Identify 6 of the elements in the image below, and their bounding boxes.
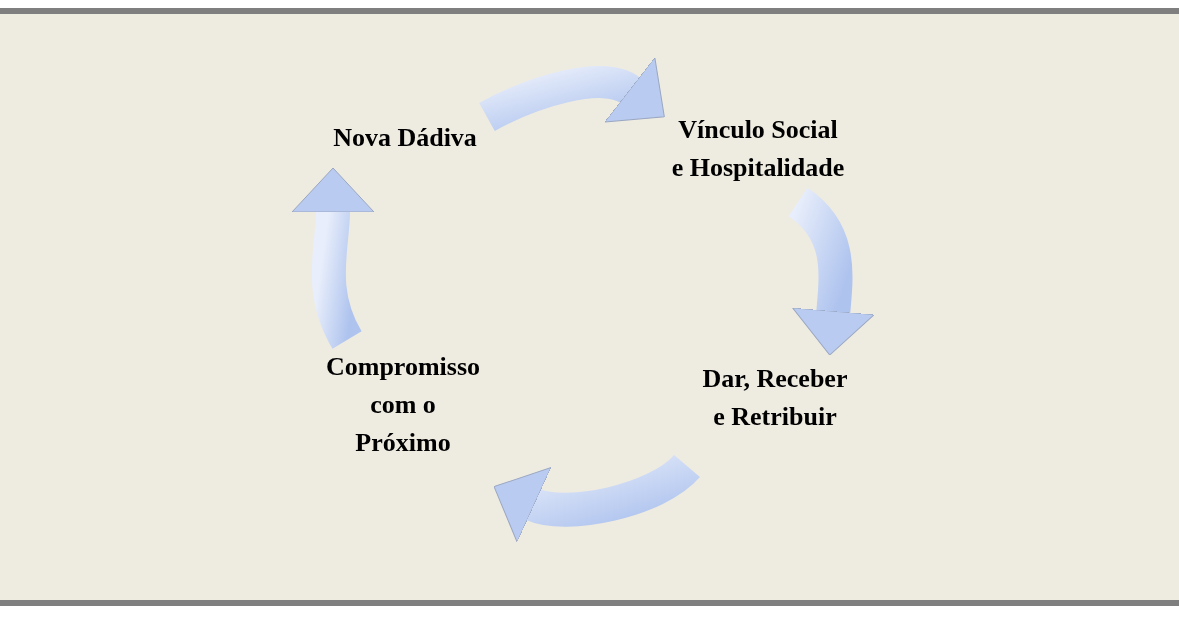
cycle-step-text: Nova Dádiva bbox=[325, 119, 485, 157]
cycle-step-text: Dar, Receber e Retribuir bbox=[697, 360, 853, 436]
cycle-step-text: Vínculo Social e Hospitalidade bbox=[658, 111, 858, 187]
curved-arrow bbox=[291, 167, 375, 348]
cycle-step-text: Compromisso com o Próximo bbox=[323, 348, 483, 462]
curved-arrow bbox=[491, 453, 699, 545]
